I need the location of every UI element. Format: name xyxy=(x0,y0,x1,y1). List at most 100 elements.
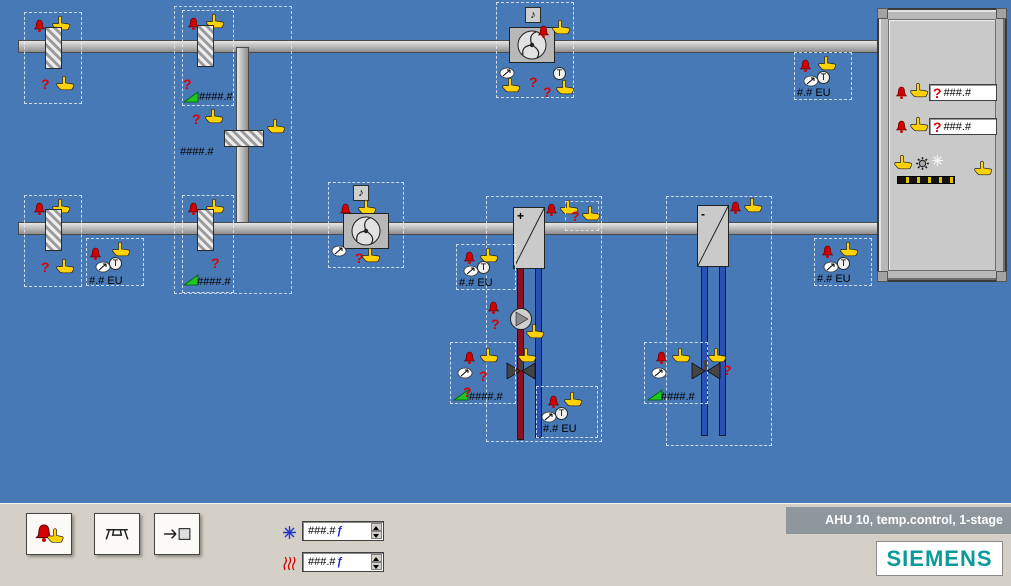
manual-override-hand-icon[interactable] xyxy=(501,77,521,93)
manual-override-hand-icon[interactable] xyxy=(671,347,691,363)
manual-override-hand-icon[interactable] xyxy=(551,19,571,35)
alarm-bell-icon xyxy=(547,395,560,409)
fan-symbol[interactable] xyxy=(343,213,389,249)
alarm-bell-icon xyxy=(187,202,200,216)
spin-up-button[interactable] xyxy=(371,554,382,562)
recirculation-damper[interactable]: ? ####.# xyxy=(180,106,286,160)
damper-symbol[interactable] xyxy=(45,209,62,251)
damper-position-value: ####.# xyxy=(180,146,214,158)
spin-down-button[interactable] xyxy=(371,531,382,539)
spin-down-button[interactable] xyxy=(371,562,382,570)
control-cabinet[interactable]: ? ###.# ? ###.# xyxy=(877,8,1007,282)
cooling-valve-readout[interactable]: ####.# xyxy=(644,342,708,404)
alarm-acknowledge-icon xyxy=(35,524,64,543)
outside-air-damper-top[interactable]: ? xyxy=(24,12,82,104)
cabinet-alarm-row-2[interactable]: ? ###.# xyxy=(893,116,997,138)
cabinet-alarm-row-1[interactable]: ? ###.# xyxy=(893,82,997,104)
invalid-value-icon: ? xyxy=(211,255,220,271)
florin-suffix: ƒ xyxy=(336,556,343,568)
cooling-setpoint-spinner[interactable] xyxy=(371,523,382,539)
workbench-icon xyxy=(105,528,129,540)
mode-indicator-strip xyxy=(897,176,955,184)
mixing-damper-top[interactable]: ? ####.# xyxy=(182,10,234,106)
invalid-value-icon: ? xyxy=(355,250,364,266)
manual-override-hand-icon[interactable] xyxy=(817,55,837,71)
invalid-value-icon: ? xyxy=(933,118,942,135)
valve-position-value: ####.# xyxy=(661,391,695,403)
manual-override-hand-icon[interactable] xyxy=(55,258,75,274)
cabinet-value-field[interactable]: ? ###.# xyxy=(929,84,997,101)
cooling-coil-section[interactable]: - ? xyxy=(666,196,772,446)
manual-override-hand-icon[interactable] xyxy=(581,205,601,221)
alarm-acknowledge-button[interactable] xyxy=(26,513,72,555)
temperature-sensor-icon: T xyxy=(553,67,566,80)
supply-fan-mid[interactable]: ♪ ? xyxy=(328,182,404,268)
heating-coil-section[interactable]: + ? ? xyxy=(486,196,602,442)
cabinet-mode-row[interactable] xyxy=(893,150,997,190)
supply-fan-top[interactable]: ♪ ? T ? xyxy=(496,2,575,99)
alarm-bell-icon xyxy=(487,301,500,315)
cabinet-value-field[interactable]: ? ###.# xyxy=(929,118,997,135)
manual-override-hand-icon[interactable] xyxy=(839,241,859,257)
damper-position-value: ####.# xyxy=(197,276,231,288)
alarm-bell-icon xyxy=(33,19,46,33)
flow-sensor-icon xyxy=(331,245,347,257)
pump-symbol[interactable] xyxy=(509,307,533,331)
manual-override-hand-icon[interactable] xyxy=(266,118,286,134)
gear-icon xyxy=(916,157,929,170)
heating-return-temp-sensor[interactable]: T #.# EU xyxy=(536,386,598,438)
manual-override-hand-icon[interactable] xyxy=(361,247,381,263)
manual-override-hand-icon[interactable] xyxy=(743,197,763,213)
heating-valve-readout[interactable]: ? ? ####.# xyxy=(450,342,516,404)
manual-override-hand-icon[interactable] xyxy=(111,241,131,257)
cooling-setpoint-value[interactable]: ###.# xyxy=(308,525,336,537)
exit-view-button[interactable] xyxy=(154,513,200,555)
manual-override-hand-icon[interactable] xyxy=(893,154,913,170)
manual-override-hand-icon[interactable] xyxy=(555,79,575,95)
heating-setpoint-value[interactable]: ###.# xyxy=(308,556,336,568)
invalid-value-icon: ? xyxy=(571,208,580,224)
supply-temp-sensor-mid[interactable]: T #.# EU xyxy=(814,238,872,286)
page-title: AHU 10, temp.control, 1-stage xyxy=(786,507,1011,534)
heating-plus-glyph: + xyxy=(517,209,525,223)
heating-setpoint-spinner[interactable] xyxy=(371,554,382,570)
damper-symbol[interactable] xyxy=(45,27,62,69)
outside-temp-sensor[interactable]: T #.# EU xyxy=(86,238,144,287)
damper-symbol[interactable] xyxy=(197,25,214,67)
cabinet-corner xyxy=(996,8,1007,19)
manual-override-hand-icon[interactable] xyxy=(973,160,993,176)
manual-override-hand-icon[interactable] xyxy=(909,116,929,132)
heating-coil-symbol[interactable] xyxy=(513,207,545,269)
note-glyph: ♪ xyxy=(358,187,364,199)
cooling-setpoint-field[interactable]: ###.# ƒ xyxy=(302,521,384,541)
heating-valve-symbol[interactable] xyxy=(506,359,536,379)
manual-override-hand-icon[interactable] xyxy=(204,108,224,124)
coil-inlet-temp-sensor[interactable]: T #.# EU xyxy=(456,244,516,290)
supply-temp-sensor-top[interactable]: T #.# EU xyxy=(794,52,852,100)
manual-override-hand-icon[interactable] xyxy=(517,347,537,363)
temp-glyph: T xyxy=(558,408,565,418)
manual-override-hand-icon[interactable] xyxy=(909,82,929,98)
manual-override-hand-icon[interactable] xyxy=(479,347,499,363)
temp-glyph: T xyxy=(480,262,487,272)
cooling-valve-symbol[interactable] xyxy=(691,359,721,379)
manual-override-hand-icon[interactable] xyxy=(525,323,545,339)
workbench-button[interactable] xyxy=(94,513,140,555)
temperature-sensor-icon: T xyxy=(477,261,490,274)
spin-up-button[interactable] xyxy=(371,523,382,531)
damper-symbol[interactable] xyxy=(224,130,264,147)
sound-note-icon: ♪ xyxy=(353,185,369,201)
cooling-coil-symbol[interactable] xyxy=(697,205,729,267)
manual-override-hand-icon[interactable] xyxy=(55,75,75,91)
outside-air-damper-mid[interactable]: ? xyxy=(24,195,82,287)
temperature-sensor-icon: T xyxy=(817,71,830,84)
mixing-damper-mid[interactable]: ? ####.# xyxy=(182,195,234,293)
sensor-value-label: #.# EU xyxy=(543,423,577,435)
manual-override-hand-icon[interactable] xyxy=(707,347,727,363)
alarm-bell-icon xyxy=(895,86,908,100)
alarm-bell-icon xyxy=(799,59,812,73)
cooling-setpoint-icon xyxy=(283,526,296,539)
manual-override-hand-icon[interactable] xyxy=(563,391,583,407)
damper-symbol[interactable] xyxy=(197,209,214,251)
heating-setpoint-field[interactable]: ###.# ƒ xyxy=(302,552,384,572)
